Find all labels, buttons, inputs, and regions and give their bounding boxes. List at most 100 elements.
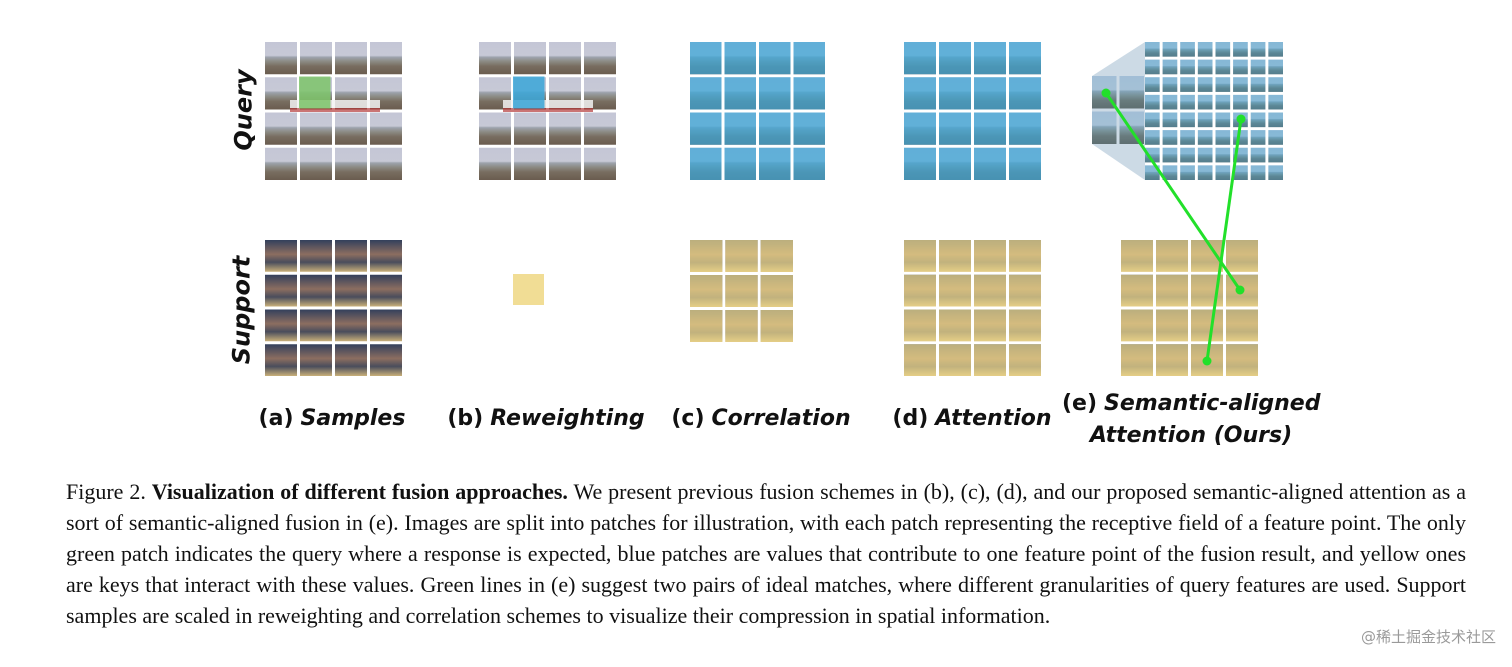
- support-grid-d: [904, 240, 1041, 376]
- patch-tint: [1250, 112, 1266, 128]
- patch-tint: [1215, 42, 1231, 57]
- patch: [1162, 77, 1178, 92]
- patch-tint: [793, 77, 825, 110]
- patch-tint: [1145, 59, 1160, 75]
- patch: [1162, 42, 1178, 57]
- patch-tint: [1215, 77, 1231, 92]
- patch-tint: [1268, 165, 1283, 180]
- patch: [1197, 77, 1213, 92]
- patch-tint: [939, 112, 971, 145]
- patch-tint: [974, 112, 1006, 145]
- patch-tint: [974, 274, 1006, 307]
- row-label-support: Support: [227, 255, 256, 365]
- caption-label: Figure 2.: [66, 479, 146, 504]
- patch: [335, 112, 367, 145]
- patch: [370, 274, 402, 307]
- patch-tint: [974, 344, 1006, 376]
- patch-tint: [1226, 309, 1258, 342]
- patch-tint: [759, 147, 791, 180]
- patch-tint: [1268, 112, 1283, 128]
- patch-tint: [1268, 42, 1283, 57]
- patch-tint: [724, 112, 756, 145]
- patch-tint: [690, 240, 723, 272]
- match-line-2: [1205, 118, 1243, 362]
- patch-tint: [793, 147, 825, 180]
- patch: [1215, 147, 1231, 163]
- patch: [1233, 94, 1248, 110]
- patch: [1197, 42, 1213, 57]
- patch-tint: [1197, 165, 1213, 180]
- patch-tint: [725, 275, 758, 307]
- query-grid-e-fine: [1145, 42, 1283, 180]
- patch-tint: [1162, 147, 1178, 163]
- patch: [1145, 130, 1160, 145]
- patch: [300, 309, 332, 342]
- patch-tint: [1197, 147, 1213, 163]
- match-point-1: [1101, 88, 1111, 98]
- patch-tint: [1233, 59, 1248, 75]
- patch-tint: [793, 42, 825, 75]
- patch-tint: [904, 274, 936, 307]
- patch: [549, 112, 581, 145]
- patch: [1180, 112, 1195, 128]
- patch: [1268, 165, 1283, 180]
- patch: [1092, 111, 1117, 144]
- patch-tint: [1156, 309, 1188, 342]
- patch-tint: [974, 147, 1006, 180]
- patch-tint: [1250, 42, 1266, 57]
- patch-tint: [939, 274, 971, 307]
- patch: [1250, 59, 1266, 75]
- patch: [1162, 130, 1178, 145]
- patch: [514, 42, 546, 75]
- patch: [1215, 42, 1231, 57]
- patch: [1268, 77, 1283, 92]
- query-bus-a-red: [290, 108, 380, 112]
- patch-tint: [1250, 94, 1266, 110]
- patch: [1180, 59, 1195, 75]
- patch-tint: [690, 147, 722, 180]
- patch-tint: [939, 344, 971, 376]
- patch-tint: [939, 309, 971, 342]
- patch-tint: [724, 147, 756, 180]
- patch: [1145, 77, 1160, 92]
- query-bus-b: [503, 100, 593, 108]
- patch-tint: [1009, 112, 1041, 145]
- patch: [370, 147, 402, 180]
- patch-tint: [1009, 309, 1041, 342]
- patch-tint: [1009, 147, 1041, 180]
- patch: [1197, 130, 1213, 145]
- patch-tint: [1197, 94, 1213, 110]
- patch-tint: [1250, 130, 1266, 145]
- patch: [1250, 130, 1266, 145]
- patch: [1119, 76, 1144, 109]
- patch: [1250, 165, 1266, 180]
- patch-tint: [974, 240, 1006, 272]
- query-bus-b-red: [503, 108, 593, 112]
- patch-tint: [690, 112, 722, 145]
- patch-tint: [1156, 344, 1188, 376]
- patch: [300, 112, 332, 145]
- patch: [549, 147, 581, 180]
- patch-tint: [1215, 130, 1231, 145]
- patch: [1197, 147, 1213, 163]
- patch-tint: [759, 42, 791, 75]
- patch: [370, 344, 402, 376]
- patch: [1268, 112, 1283, 128]
- patch-tint: [1121, 309, 1153, 342]
- support-patch-b: [513, 274, 544, 305]
- patch-tint: [1250, 59, 1266, 75]
- patch-tint: [1119, 76, 1144, 109]
- patch-tint: [1145, 112, 1160, 128]
- patch-tint: [1162, 77, 1178, 92]
- patch: [1268, 147, 1283, 163]
- patch: [1180, 130, 1195, 145]
- patch-tint: [1145, 94, 1160, 110]
- patch-tint: [1197, 77, 1213, 92]
- patch-tint: [1215, 165, 1231, 180]
- panel-label-e: (e) Semantic-aligned Attention (Ours): [1062, 391, 1321, 448]
- patch: [1215, 112, 1231, 128]
- patch-tint: [1180, 130, 1195, 145]
- patch: [1180, 147, 1195, 163]
- patch-tint: [904, 77, 936, 110]
- patch-tint: [1162, 94, 1178, 110]
